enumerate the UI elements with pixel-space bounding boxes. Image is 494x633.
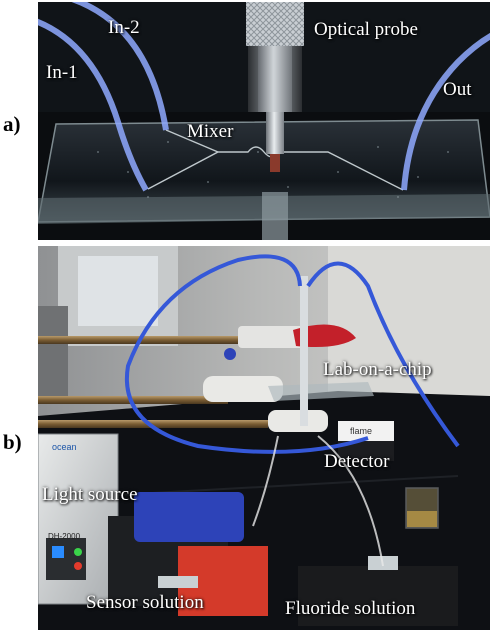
label-detector: Detector [324, 451, 390, 472]
detector-brand-text: flame [350, 426, 373, 436]
label-in-2: In-2 [108, 17, 140, 38]
sensor-tubing [252, 435, 279, 527]
optical-probe-tip [266, 112, 284, 154]
lab-setup-photo [38, 246, 490, 630]
label-optical-probe: Optical probe [314, 19, 418, 40]
fiber-cable-1 [124, 254, 369, 454]
lab-on-chip-device [268, 382, 374, 401]
label-in-1: In-1 [46, 62, 78, 83]
light-source-model-text: DH-2000 [48, 532, 81, 541]
label-light-source: Light source [42, 484, 138, 505]
label-out: Out [443, 79, 472, 100]
clamp-lower [268, 410, 328, 432]
syringe-pump-right [298, 566, 458, 626]
label-lab-on-a-chip: Lab-on-a-chip [323, 359, 432, 380]
inlet-1-tubing [38, 18, 149, 192]
photo-panel-a: In-1 In-2 Optical probe Out Mixer [38, 2, 490, 240]
light-source-button [52, 546, 64, 558]
fiber-cable-2 [306, 261, 460, 448]
light-source-brand-text: ocean [52, 442, 77, 452]
label-mixer: Mixer [187, 121, 234, 142]
label-sensor-solution: Sensor solution [86, 592, 204, 613]
stand-rod-1 [38, 336, 258, 344]
clamp-top [238, 326, 308, 348]
optical-probe-knurl [246, 2, 304, 46]
stand-rod-2 [38, 396, 228, 404]
fluoride-tubing [317, 435, 384, 567]
panel-letter-b: b) [3, 430, 22, 454]
photo-panel-b: Lab-on-a-chip Detector Light source Sens… [38, 246, 490, 630]
panel-letter-a: a) [3, 112, 21, 136]
label-fluoride-solution: Fluoride solution [285, 598, 416, 619]
clamp-middle [203, 376, 283, 402]
vertical-probe-rod [300, 276, 308, 426]
outlet-tubing [401, 32, 490, 191]
microfluidic-chip-photo [38, 2, 490, 240]
inlet-2-tubing [71, 2, 169, 131]
red-clamp-handle [293, 324, 356, 347]
stand-rod-3 [38, 420, 268, 428]
